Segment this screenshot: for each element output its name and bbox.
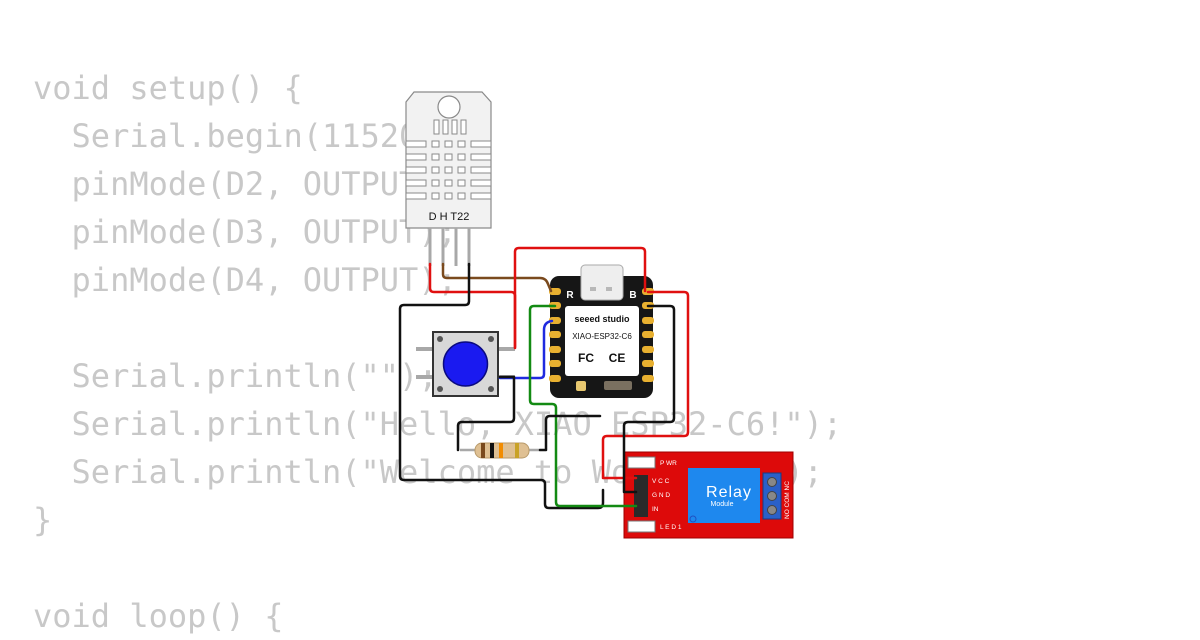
relay-subtitle: Module [711, 501, 734, 508]
xiao-esp32-c6-board[interactable]: R B seeed studio XIAO-ESP32-C6 FC CE [549, 264, 654, 398]
relay-block [688, 468, 760, 523]
fc-mark: FC [578, 351, 594, 365]
code-line: void loop() { [33, 597, 284, 635]
relay-module[interactable]: P WR V C C G N D IN L E D 1 Relay Module… [623, 451, 794, 539]
dht22-sensor[interactable]: D H T22 [405, 91, 492, 266]
button-cap[interactable] [442, 341, 489, 387]
wire-board-gnd [622, 304, 676, 494]
relay-pwr-label: P WR [660, 460, 677, 467]
board-model: XIAO-ESP32-C6 [572, 332, 632, 341]
code-line: Serial.println(""); [33, 357, 438, 395]
relay-in-label: IN [652, 506, 659, 513]
wire-board-3v3 [601, 290, 690, 480]
dht22-label: D H T22 [429, 211, 470, 223]
code-line: Serial.println("Hello, XIAO ESP32-C6!"); [33, 405, 843, 443]
relay-title: Relay [706, 484, 752, 501]
wire-resistor-gnd [538, 414, 602, 452]
wire-board-5v [513, 246, 647, 350]
relay-vcc-label: V C C [652, 478, 670, 485]
wire-button-resistor [456, 375, 516, 452]
code-editor-background: void setup() { Serial.begin(115200); pin… [33, 64, 842, 640]
wire-dht-gnd [398, 262, 605, 510]
wire-relay-in [528, 304, 638, 508]
code-line: } [33, 501, 53, 539]
board-pad-b-label: B [629, 290, 636, 301]
relay-led-label: L E D 1 [660, 524, 682, 531]
board-pad-r-label: R [566, 290, 574, 301]
push-button[interactable] [416, 331, 515, 397]
code-line: void setup() { [33, 69, 303, 107]
relay-terminal-label: NO COM NC [784, 481, 791, 519]
wire-button-signal [498, 319, 554, 380]
resistor [460, 442, 540, 459]
code-line: pinMode(D4, OUTPUT); [33, 261, 457, 299]
wire-dht-data [441, 262, 553, 293]
relay-gnd-label: G N D [652, 492, 670, 499]
board-brand: seeed studio [574, 314, 630, 324]
ce-mark: CE [609, 351, 626, 365]
